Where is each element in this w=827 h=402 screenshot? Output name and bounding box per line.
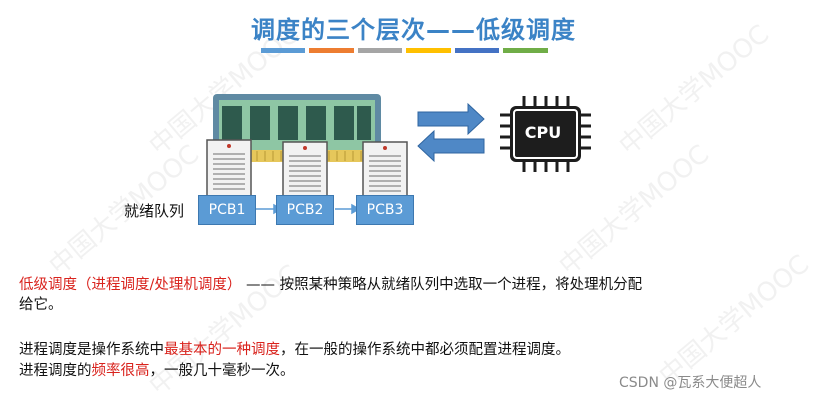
importance-paragraph: 进程调度是操作系统中最基本的一种调度，在一般的操作系统中都必须配置进程调度。 <box>19 340 570 360</box>
title-underline-segment <box>406 48 451 53</box>
definition-text-continued: 给它。 <box>19 297 63 313</box>
highlight-text: 频率很高 <box>91 363 150 379</box>
pcb-box: PCB2 <box>276 195 334 225</box>
text-fragment: ，一般几十毫秒一次。 <box>149 363 295 379</box>
title-underline-segment <box>358 48 402 53</box>
highlight-text: 最基本的一种调度 <box>164 342 280 358</box>
title-underline-segment <box>309 48 354 53</box>
document-icon <box>362 141 408 199</box>
arrow-left-icon <box>417 129 485 163</box>
definition-paragraph: 低级调度（进程调度/处理机调度） —— 按照某种策略从就绪队列中选取一个进程，将… <box>19 275 642 315</box>
cpu-chip-icon <box>500 96 591 172</box>
pcb-box: PCB3 <box>356 195 414 225</box>
pcb-box: PCB1 <box>198 195 256 225</box>
title-underline-segment <box>503 48 548 53</box>
text-fragment: 进程调度是操作系统中 <box>19 342 164 358</box>
definition-text: —— 按照某种策略从就绪队列中选取一个进程，将处理机分配 <box>246 277 643 293</box>
document-icon <box>282 141 328 199</box>
title-underline-segment <box>455 48 499 53</box>
title-underline-segment <box>261 48 305 53</box>
document-icon <box>206 139 252 197</box>
arrow-right-icon <box>417 102 485 136</box>
page-title: 调度的三个层次——低级调度 <box>251 16 576 44</box>
term-highlight: 低级调度（进程调度/处理机调度） <box>19 277 242 293</box>
text-fragment: ，在一般的操作系统中都必须配置进程调度。 <box>280 342 570 358</box>
memory-stick-icon <box>213 94 381 162</box>
source-credit: CSDN @瓦系大便超人 <box>619 375 762 391</box>
ready-queue-label: 就绪队列 <box>124 202 185 220</box>
text-fragment: 进程调度的 <box>19 363 92 379</box>
frequency-paragraph: 进程调度的频率很高，一般几十毫秒一次。 <box>19 361 295 381</box>
cpu-label: CPU <box>524 123 562 142</box>
